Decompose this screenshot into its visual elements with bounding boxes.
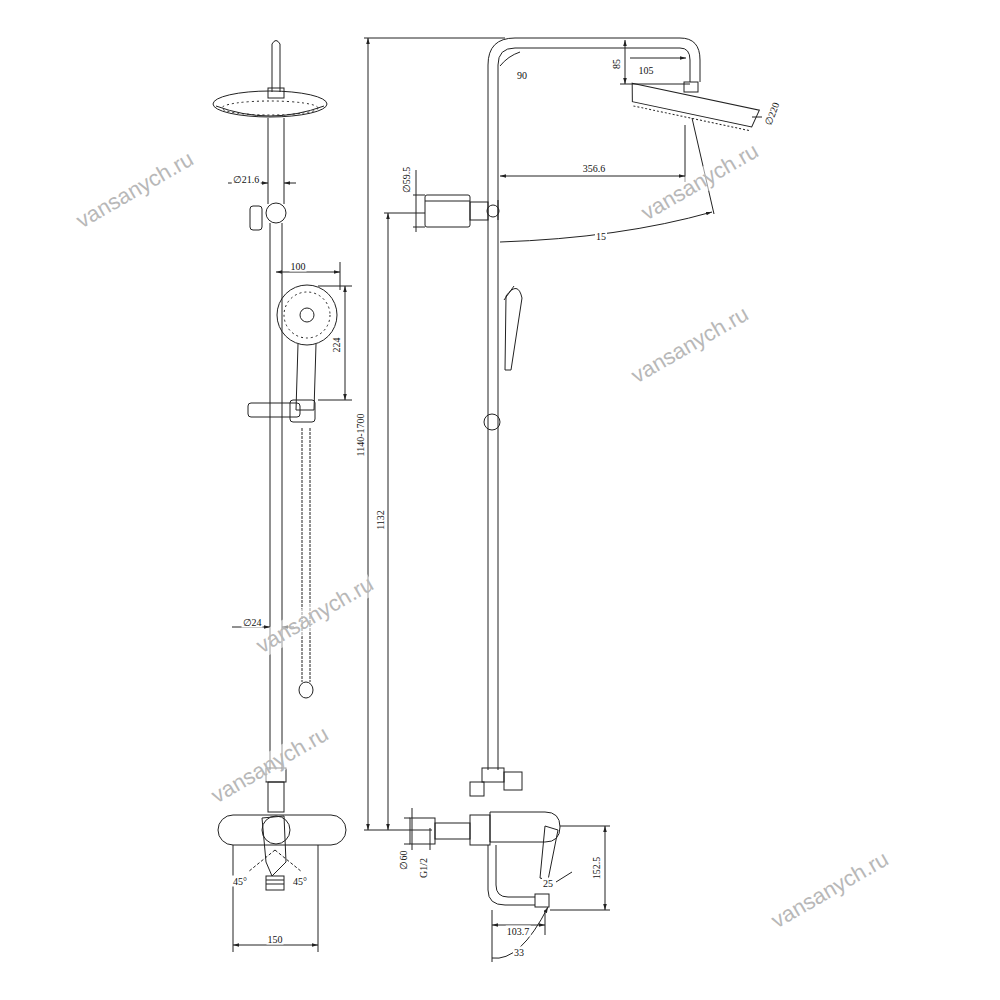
dimension-label: 224 — [331, 337, 342, 354]
watermark: vansanych.ru — [627, 302, 752, 388]
dimension-label: ∅60 — [398, 850, 409, 871]
dimension-label: 25 — [542, 878, 554, 889]
dimension-label: ∅220 — [762, 100, 781, 128]
dimension-label: ∅21.6 — [232, 174, 261, 185]
watermark: vansanych.ru — [767, 847, 892, 933]
dimension-label: 105 — [638, 65, 655, 76]
dimension-label: 1132 — [375, 509, 386, 531]
dimension-label: 85 — [611, 58, 622, 70]
height-dimensions — [364, 38, 505, 830]
dimension-label: 356.6 — [582, 163, 607, 174]
side-view — [404, 38, 762, 962]
dimension-label: 45° — [292, 876, 308, 887]
dimension-label: 1140-1700 — [355, 413, 366, 458]
dimension-label: G1/2 — [418, 857, 429, 879]
dimension-label: 152.5 — [591, 856, 602, 881]
watermark: vansanych.ru — [72, 147, 197, 233]
watermark: vansanych.ru — [252, 572, 377, 658]
dimension-label: 90 — [516, 70, 528, 81]
front-view — [213, 41, 352, 953]
dimension-label: 150 — [267, 934, 284, 945]
dimension-label: 100 — [290, 261, 307, 272]
dimension-label: 15 — [595, 231, 607, 242]
dimension-label: 33 — [513, 947, 525, 958]
dimension-label: ∅59.5 — [401, 166, 412, 195]
dimension-label: 103.7 — [506, 926, 531, 937]
dimension-label: 45° — [232, 876, 248, 887]
dimension-label: ∅24 — [242, 617, 263, 628]
